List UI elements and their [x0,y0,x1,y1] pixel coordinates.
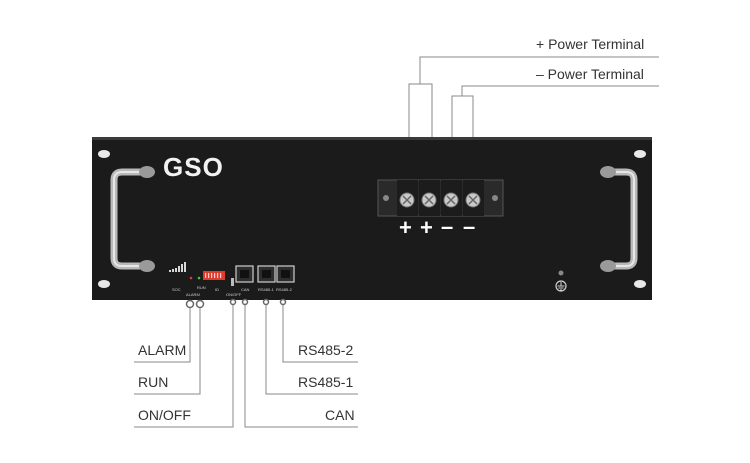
soc-indicator-bars [169,262,186,272]
power-terminal-block [377,179,504,217]
rs485-2-leader [282,304,358,363]
mount-hole-tr [634,150,646,158]
label-rs485-2: RS485-2 [298,342,354,358]
panel-mark-on-off: ON/OFF [226,292,242,297]
run-leader [134,306,201,395]
rs485-1-leader [265,304,358,395]
pos-terminal-bracket [408,83,433,178]
panel-mark-run: RUN [197,285,206,290]
terminal-symbol-neg-1: – [441,214,454,239]
mount-hole-tl [98,150,110,158]
terminal-symbol-pos-1: + [399,215,412,240]
terminal-symbol-neg-2: – [463,214,476,239]
panel-top-edge [92,137,652,140]
can-leader [244,304,358,428]
right-handle [600,166,638,272]
pos-terminal-leader [419,56,659,84]
mount-hole-bl [98,280,110,288]
on-off-switch[interactable] [231,278,234,286]
label-on-off: ON/OFF [138,407,191,423]
onoff-leader [134,304,234,428]
label-alarm: ALARM [138,342,187,358]
label-rs485-1: RS485-1 [298,374,354,390]
gso-logo: GSO [163,152,224,182]
panel-mark-can: CAN [241,287,250,292]
panel-mark-rs485-1: RS485-1 [258,287,274,292]
alarm-leader [134,306,191,363]
ground-icon [555,270,567,292]
leader-lines [134,56,659,428]
panel-mark-soc: SOC [172,287,181,292]
label-neg-power-terminal: – Power Terminal [536,66,644,82]
panel-mark-rs485-2: RS485-2 [276,287,292,292]
label-run: RUN [138,374,169,390]
mount-hole-br [634,280,646,288]
label-can: CAN [325,407,355,423]
neg-terminal-leader [461,85,659,96]
label-pos-power-terminal: + Power Terminal [536,36,645,52]
dip-switch-ticks [205,273,222,278]
run-led [197,276,201,280]
panel-mark-alarm: ALARM [186,292,200,297]
left-handle [110,166,155,272]
panel-mark-id: ID [215,287,219,292]
terminal-symbol-pos-2: + [420,215,433,240]
connector-dots [185,298,287,309]
alarm-led [189,276,193,280]
